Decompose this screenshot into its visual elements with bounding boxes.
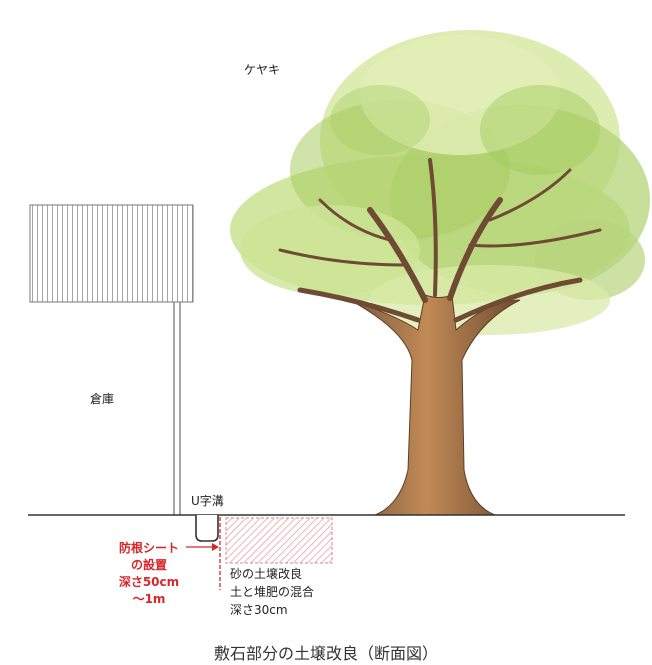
- soil-label: 砂の土壌改良 土と堆肥の混合 深さ30cm: [230, 567, 314, 618]
- tree-foliage: [230, 30, 650, 335]
- storehouse-wall: [29, 204, 194, 303]
- tree-label: ケヤキ: [244, 63, 281, 77]
- root-sheet-line2: の設置: [130, 558, 167, 572]
- root-sheet-label: 防根シート の設置 深さ50cm ～1m: [108, 539, 190, 607]
- root-sheet-line4: ～1m: [132, 592, 166, 606]
- figure-caption: 敷石部分の土壌改良（断面図）: [213, 644, 438, 663]
- root-barrier-arrow: [186, 543, 219, 551]
- soil-line1: 砂の土壌改良: [230, 567, 303, 581]
- soil-improvement-zone: [225, 517, 333, 564]
- storehouse-label: 倉庫: [90, 392, 115, 406]
- soil-line2: 土と堆肥の混合: [230, 585, 315, 599]
- soil-line3: 深さ30cm: [230, 603, 288, 617]
- storehouse: [29, 204, 194, 515]
- zelkova-tree: [230, 30, 650, 516]
- gutter-label: U字溝: [191, 494, 224, 508]
- root-sheet-line1: 防根シート: [118, 541, 179, 555]
- u-gutter: [195, 515, 219, 542]
- tree-branches: [278, 158, 602, 323]
- tree-trunk: [349, 294, 521, 516]
- root-sheet-line3: 深さ50cm: [118, 575, 180, 589]
